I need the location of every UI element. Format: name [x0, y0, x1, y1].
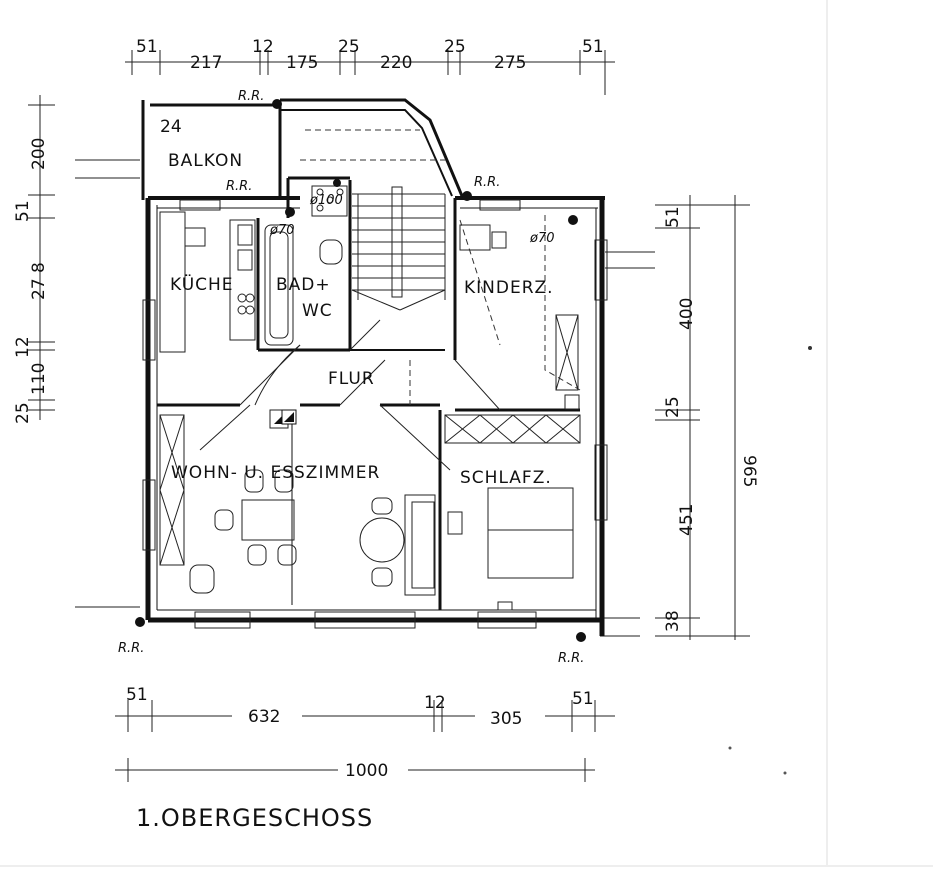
- plan-title: 1.OBERGESCHOSS: [136, 804, 373, 832]
- dim-left-6: 25: [13, 402, 33, 424]
- chimney-markers: [135, 99, 586, 642]
- dim-top-4: 175: [286, 53, 318, 73]
- dim-right-2: 400: [677, 298, 697, 330]
- bath-fixtures: [264, 185, 348, 346]
- dim-total-width: 1000: [345, 761, 388, 781]
- annotation-rr-2: R.R.: [226, 179, 252, 194]
- dim-top-6: 220: [380, 53, 412, 73]
- bottom-dimension-chain: 51 632 12 305 51 1000: [115, 685, 615, 782]
- dim-left-5: 110: [29, 363, 49, 395]
- dim-right-3: 25: [663, 396, 683, 418]
- dim-bottom-2: 632: [248, 707, 280, 727]
- dim-right-5: 38: [663, 610, 683, 632]
- dim-top-5: 25: [338, 37, 360, 57]
- dim-top-3: 12: [252, 37, 274, 57]
- dim-left-2: 51: [13, 200, 33, 222]
- dim-bottom-3: 12: [424, 693, 446, 713]
- dim-top-8: 275: [494, 53, 526, 73]
- dim-bottom-4: 305: [490, 709, 522, 729]
- annotation-balkon-depth: 24: [160, 117, 182, 137]
- dim-top-2: 217: [190, 53, 222, 73]
- dim-left-4: 12: [13, 336, 33, 358]
- dim-top-7: 25: [444, 37, 466, 57]
- right-dimension-chain: 51 400 25 451 38 965: [655, 195, 759, 640]
- door-swings: [199, 215, 581, 471]
- top-dimension-chain: 51 217 12 175 25 220 25 275 51: [125, 37, 615, 95]
- room-bad: BAD+: [276, 275, 331, 295]
- dim-top-9: 51: [582, 37, 604, 57]
- kitchen-fixtures: [159, 211, 256, 353]
- room-flur: FLUR: [328, 369, 375, 389]
- external-lines: [75, 159, 655, 637]
- room-balkon: BALKON: [168, 151, 243, 171]
- living-fixtures: [159, 409, 436, 596]
- room-kinderz: KINDERZ.: [464, 278, 554, 298]
- annotation-diameter-70-kinderz: ø70: [529, 231, 555, 246]
- room-schlafz: SCHLAFZ.: [460, 468, 552, 488]
- left-dimension-chain: 200 51 27 8 12 110 25: [13, 95, 55, 424]
- dim-bottom-1: 51: [126, 685, 148, 705]
- dim-right-1: 51: [663, 206, 683, 228]
- dim-right-total: 965: [739, 455, 759, 487]
- schlafz-fixtures: [444, 414, 581, 611]
- staircase: [300, 129, 450, 311]
- annotation-rr-5: R.R.: [558, 651, 584, 666]
- annotation-rr-3: R.R.: [474, 175, 500, 190]
- room-wc: WC: [302, 301, 333, 321]
- dim-top-1: 51: [136, 37, 158, 57]
- annotation-rr-4: R.R.: [118, 641, 144, 656]
- outer-walls: [141, 98, 605, 636]
- dim-bottom-5: 51: [572, 689, 594, 709]
- dim-right-4: 451: [677, 504, 697, 536]
- dim-left-1: 200: [29, 138, 49, 170]
- dim-left-3: 27 8: [29, 262, 49, 300]
- annotation-diameter-70-bath: ø70: [269, 223, 295, 238]
- room-wohn-esszimmer: WOHN- U. ESSZIMMER: [171, 463, 380, 483]
- annotation-diameter-100: ø100: [309, 193, 343, 208]
- kinderz-fixtures: [459, 224, 580, 410]
- annotation-rr-1: R.R.: [238, 89, 264, 104]
- room-kueche: KÜCHE: [170, 273, 234, 295]
- interior-walls: [157, 176, 580, 610]
- windows: [142, 199, 608, 629]
